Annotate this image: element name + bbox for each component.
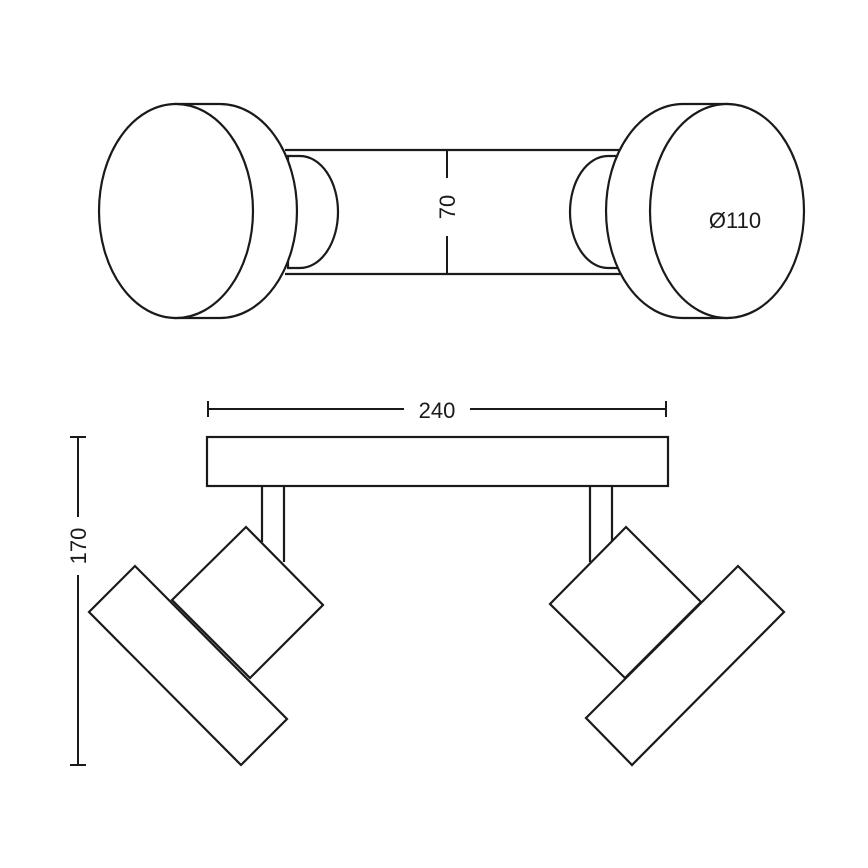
left-spot-face xyxy=(97,102,255,320)
front-view: 240 170 xyxy=(66,398,786,767)
top-view: 70 Ø110 xyxy=(97,102,806,320)
right-stem xyxy=(588,486,614,562)
dimension-240: 240 xyxy=(207,398,667,423)
left-spot-cylinder xyxy=(170,525,325,680)
left-spot-head xyxy=(87,564,289,767)
dimension-70-label: 70 xyxy=(435,195,460,219)
left-knob xyxy=(286,154,340,270)
right-spot-head xyxy=(584,564,786,767)
diameter-label: Ø110 xyxy=(709,208,761,233)
ceiling-plate xyxy=(205,435,670,488)
dimension-170-label: 170 xyxy=(66,528,91,565)
left-stem xyxy=(260,486,286,562)
dimension-170: 170 xyxy=(66,436,91,766)
dimension-70: 70 xyxy=(435,149,460,275)
right-spot-face xyxy=(648,102,806,320)
dimension-240-label: 240 xyxy=(419,398,456,423)
